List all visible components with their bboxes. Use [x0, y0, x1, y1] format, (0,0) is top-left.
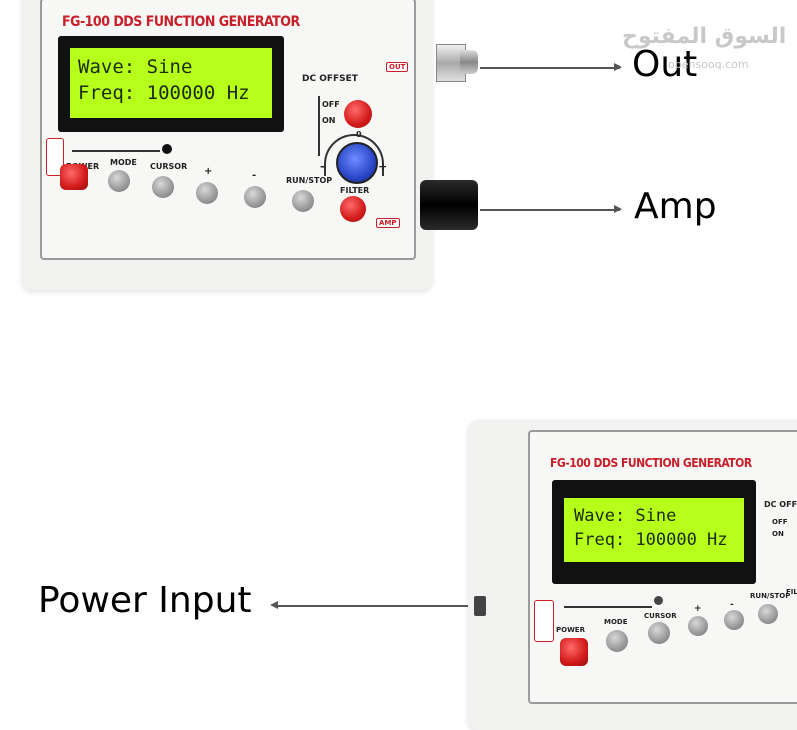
lcd-screen-bottom: Wave: Sine Freq: 100000 Hz [564, 498, 744, 562]
lcd-screen: Wave: Sine Freq: 100000 Hz [70, 48, 272, 118]
on-label: ON [322, 116, 336, 125]
power-callout-line [276, 605, 468, 607]
indicator-led-bottom [654, 596, 663, 605]
on-label-bottom: ON [772, 530, 784, 538]
switch-bracket [318, 96, 320, 156]
amp-arrow [614, 205, 622, 213]
mode-button-bottom[interactable] [606, 630, 628, 652]
mode-button[interactable] [108, 170, 130, 192]
power-bracket-bottom [564, 606, 652, 608]
callout-out: Out [632, 44, 698, 85]
power-bracket [72, 150, 160, 152]
device-title-bottom: FG-100 DDS FUNCTION GENERATOR [550, 456, 752, 470]
out-arrow [614, 63, 622, 71]
dc-offset-label-bottom: DC OFFSE [764, 500, 797, 509]
lcd-frame: Wave: Sine Freq: 100000 Hz [58, 36, 284, 132]
minus-button-bottom[interactable] [724, 610, 744, 630]
knob-plus-label: + [378, 160, 388, 173]
run-stop-button[interactable] [292, 190, 314, 212]
callout-power-input: Power Input [38, 580, 252, 621]
label-mode: MODE [110, 158, 137, 167]
watermark-latin: opensooq.com [668, 58, 749, 71]
run-stop-button-bottom[interactable] [758, 604, 778, 624]
cursor-button[interactable] [152, 176, 174, 198]
label-cursor-bottom: CURSOR [644, 612, 677, 620]
label-filter-bottom: FIL [786, 588, 797, 596]
dc-offset-switch[interactable] [344, 100, 372, 128]
lcd-line-freq: Freq: 100000 Hz [78, 82, 250, 104]
label-mode-bottom: MODE [604, 618, 628, 626]
power-button[interactable] [60, 164, 88, 190]
indicator-led [162, 144, 172, 154]
knob-zero-label: 0 [356, 130, 362, 139]
filter-button[interactable] [340, 196, 366, 222]
off-label: OFF [322, 100, 340, 109]
amp-knob[interactable] [420, 180, 478, 230]
power-button-bottom[interactable] [560, 638, 588, 666]
knob-minus-label: - [320, 160, 325, 173]
power-arrow [270, 601, 278, 609]
minus-button[interactable] [244, 186, 266, 208]
label-plus: + [204, 166, 213, 177]
label-cursor: CURSOR [150, 162, 188, 171]
plus-button[interactable] [196, 182, 218, 204]
warning-badge-bottom [534, 600, 554, 642]
warning-badge [46, 138, 64, 176]
amp-callout-line [480, 209, 620, 211]
off-label-bottom: OFF [772, 518, 788, 526]
callout-amp: Amp [634, 186, 717, 227]
label-minus: - [252, 170, 257, 181]
lcd-line-wave-bottom: Wave: Sine [574, 506, 677, 526]
plus-button-bottom[interactable] [688, 616, 708, 636]
out-callout-line [480, 67, 620, 69]
device-title: FG-100 DDS FUNCTION GENERATOR [62, 14, 300, 30]
watermark-arabic: السوق المفتوح [622, 24, 787, 49]
lcd-frame-bottom: Wave: Sine Freq: 100000 Hz [552, 480, 756, 584]
label-run-stop: RUN/STOP [286, 176, 333, 185]
amp-tag: AMP [376, 218, 400, 228]
label-minus-bottom: - [730, 600, 734, 610]
label-plus-bottom: + [694, 604, 702, 614]
label-run-stop-bottom: RUN/STOP [750, 592, 791, 600]
lcd-line-wave: Wave: Sine [78, 56, 193, 78]
label-power-bottom: POWER [556, 626, 585, 634]
lcd-line-freq-bottom: Freq: 100000 Hz [574, 530, 728, 550]
function-generator-bottom: FG-100 DDS FUNCTION GENERATOR Wave: Sine… [468, 420, 797, 730]
function-generator-top: FG-100 DDS FUNCTION GENERATOR Wave: Sine… [22, 0, 432, 290]
offset-knob[interactable] [336, 142, 378, 184]
dc-offset-label: DC OFFSET [302, 74, 358, 84]
out-tag: OUT [386, 62, 409, 72]
cursor-button-bottom[interactable] [648, 622, 670, 644]
bnc-tip [460, 50, 478, 74]
power-input-port [474, 596, 486, 616]
label-filter: FILTER [340, 186, 370, 195]
